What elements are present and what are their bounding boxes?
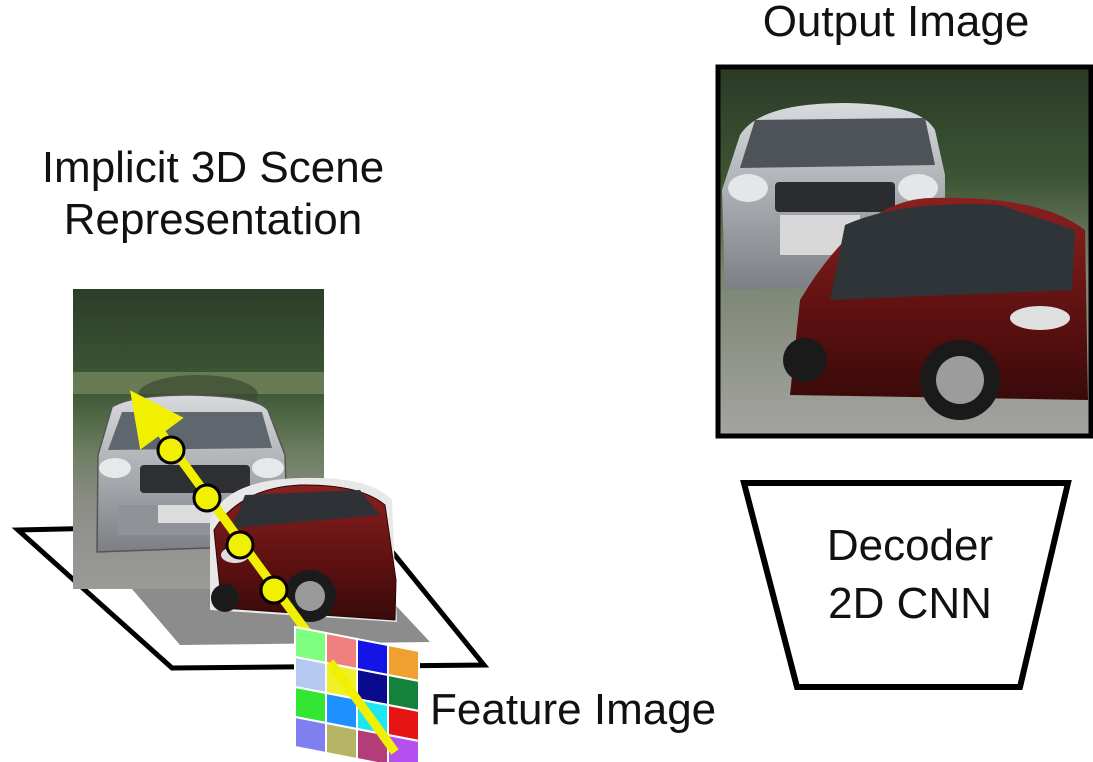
scene-label-line-1: Implicit 3D Scene [41, 143, 385, 192]
red-car-scene [210, 477, 397, 622]
output-image [715, 64, 1093, 439]
feature-cell [294, 715, 327, 755]
decoder-label-line-1: Decoder [826, 521, 994, 570]
sample-point-2 [192, 483, 222, 513]
sample-point-3 [225, 530, 255, 560]
decoder-trapezoid [740, 480, 1072, 690]
feature-cell [387, 733, 420, 762]
scene-label-line-2: Representation [63, 194, 363, 244]
sample-point-1 [156, 435, 186, 465]
camera-ray-segment [326, 659, 399, 755]
feature-image-grid [294, 625, 420, 762]
feature-image-label: Feature Image [430, 685, 717, 734]
sample-point-4 [259, 575, 289, 605]
output-image-label: Output Image [762, 0, 1030, 46]
decoder-label: Decoder 2D CNN [760, 520, 1060, 630]
feature-cell [325, 721, 358, 761]
scene-representation-label: Implicit 3D Scene Representation [0, 142, 426, 246]
decoder-label-line-2: 2D CNN [828, 578, 992, 628]
